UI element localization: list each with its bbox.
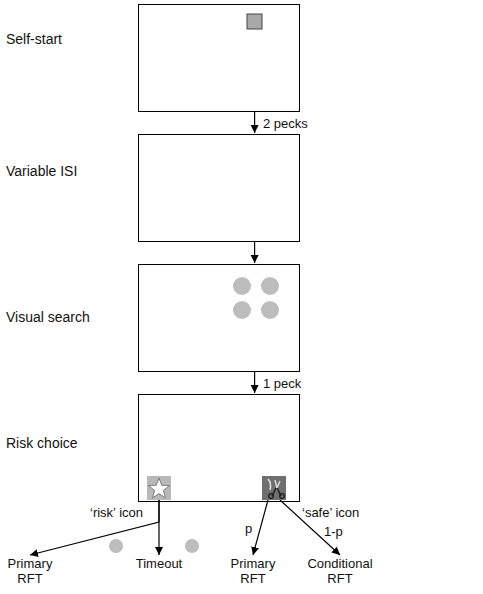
search-disc [233,277,251,295]
flow-arrow [253,500,268,555]
flow-arrow [254,372,255,393]
outcome-text: Primary RFT [224,556,282,586]
search-disc [261,277,279,295]
outcome-label: Primary RFT [1,556,59,586]
stage-label: Risk choice [6,435,131,452]
search-disc [233,301,251,319]
screen-frame: Self-start [138,4,300,112]
stage-label: Visual search [6,309,131,326]
edge-label: 1 peck [262,376,302,391]
search-disc [261,301,279,319]
outcome-text: Timeout [128,556,190,571]
outcome-text: Primary RFT [1,556,59,586]
stage-label: Variable ISI [6,163,131,180]
outcome-disc [109,539,123,553]
icon-label: ‘risk’ icon [90,505,143,520]
choice-icon: ‘risk’ icon [147,476,171,500]
flow-arrow [254,112,255,133]
outcome-disc [185,539,199,553]
stage-label: Self-start [6,31,131,48]
outcome-text: Conditional RFT [300,556,380,586]
flow-arrow [30,500,159,555]
star-icon [147,476,171,500]
outcome-label: Timeout [128,556,190,571]
scissors-icon [262,476,286,500]
flow-arrow [254,242,255,263]
screen-frame: Risk choice‘risk’ icon‘safe’ icon [138,394,300,502]
start-key [247,14,262,29]
edge-label: 2 pecks [262,116,309,131]
flow-arrow [158,500,159,555]
choice-icon: ‘safe’ icon [262,476,286,500]
screen-frame: Visual search [138,264,300,372]
edge-label: 1-p [323,524,344,539]
outcome-label: Primary RFT [224,556,282,586]
edge-label: p [244,521,253,536]
outcome-label: Conditional RFT [300,556,380,586]
screen-frame: Variable ISI [138,134,300,242]
icon-label: ‘safe’ icon [302,505,359,520]
